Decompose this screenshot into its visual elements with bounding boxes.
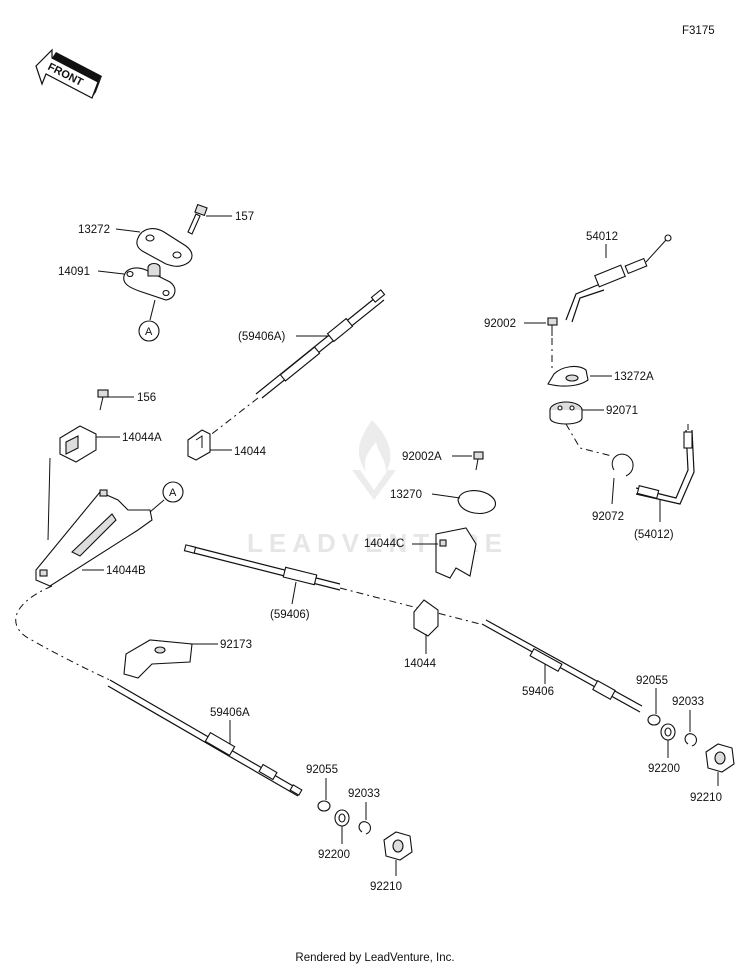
part-14044b-bracket [35, 489, 153, 587]
label-92072: 92072 [592, 511, 624, 523]
part-14044c-bracket [435, 527, 477, 579]
part-13270-plate [457, 490, 497, 515]
label-92210-left: 92210 [370, 881, 402, 893]
label-59406-paren: (59406) [270, 609, 310, 621]
cable-59406a-lower [107, 679, 303, 797]
callout-a-top: A [145, 326, 153, 338]
label-92002a: 92002A [402, 451, 442, 463]
part-13272-gasket [136, 228, 193, 267]
label-92200-right: 92200 [648, 763, 680, 775]
label-92033-left: 92033 [348, 788, 380, 800]
label-14044a: 14044A [122, 432, 162, 444]
label-92210-right: 92210 [690, 792, 722, 804]
label-13272: 13272 [78, 224, 110, 236]
label-59406a-paren: (59406A) [238, 331, 285, 343]
label-54012-paren: (54012) [634, 529, 674, 541]
front-arrow-icon: FRONT [35, 48, 102, 99]
label-14044-mid: 14044 [404, 658, 437, 670]
part-157-bolt [187, 203, 208, 235]
figure-code: F3175 [682, 25, 715, 37]
part-92173-clip [123, 639, 193, 679]
part-92002-bolt [547, 317, 558, 336]
cable-59406-center [183, 544, 341, 591]
part-54012-lower-end [635, 424, 695, 505]
label-13270: 13270 [390, 489, 422, 501]
label-54012: 54012 [586, 231, 618, 243]
label-14091: 14091 [58, 266, 90, 278]
label-92002: 92002 [484, 318, 516, 330]
part-156-bolt [97, 389, 109, 411]
callout-a-mid-icon [162, 481, 184, 503]
callout-a-mid: A [169, 487, 177, 499]
label-157: 157 [235, 211, 254, 223]
label-92173: 92173 [220, 639, 252, 651]
label-92071: 92071 [606, 405, 638, 417]
part-92002a-bolt [473, 451, 484, 471]
part-92072-clamp [611, 453, 634, 477]
part-92210-left-nut [383, 831, 413, 861]
label-92200-left: 92200 [318, 849, 350, 861]
label-92055-right: 92055 [636, 675, 668, 687]
label-14044c: 14044C [364, 538, 404, 550]
label-156: 156 [137, 392, 156, 404]
label-13272a: 13272A [614, 371, 654, 383]
part-14044a-bracket [59, 425, 97, 463]
footer-credit: Rendered by LeadVenture, Inc. [295, 952, 455, 964]
label-59406: 59406 [522, 686, 554, 698]
cable-59406a-upper [255, 289, 386, 399]
callout-a-top-icon [138, 320, 160, 342]
part-14044-clip-upper [187, 429, 211, 461]
part-92055-left-oring [317, 800, 331, 812]
part-92033-right-lockwasher [684, 733, 698, 747]
label-14044-top: 14044 [234, 446, 267, 458]
label-92055-left: 92055 [306, 764, 338, 776]
part-14044-clip-mid [413, 599, 439, 637]
label-92033-right: 92033 [672, 696, 704, 708]
part-14091-holder [123, 262, 176, 301]
label-59406a: 59406A [210, 707, 250, 719]
part-13272a-gasket [547, 365, 589, 387]
part-54012-cable [565, 234, 672, 323]
part-92033-left-lockwasher [358, 821, 372, 835]
part-92210-right-nut [705, 743, 735, 773]
part-92071-grommet [549, 401, 583, 425]
cable-59406-right [481, 619, 643, 713]
label-14044b: 14044B [106, 565, 146, 577]
part-92055-right-oring [647, 714, 661, 726]
